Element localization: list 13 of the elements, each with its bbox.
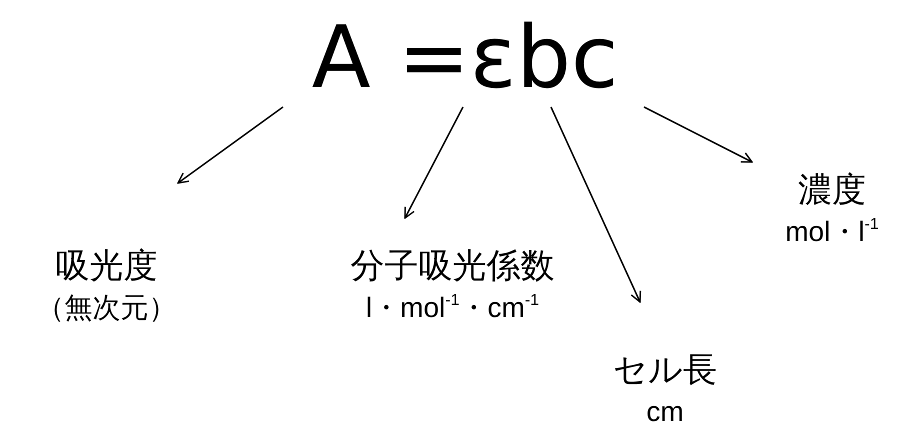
arrow: [550, 106, 642, 303]
unit-label: （無次元）: [36, 291, 176, 325]
equation: A =εbc: [310, 6, 620, 110]
unit-label: mol・l$^{-1}$: [785, 215, 879, 249]
unit-label: cm: [646, 395, 684, 429]
arrow: [644, 106, 753, 163]
term-label: セル長: [613, 349, 717, 392]
arrow: [177, 106, 284, 184]
term-label: 濃度: [798, 169, 866, 212]
unit-label: l・mol$^{-1}$・cm$^{-1}$: [366, 291, 540, 325]
term-label: 分子吸光係数: [350, 245, 554, 288]
term-label: 吸光度: [56, 245, 158, 288]
arrow: [404, 106, 464, 219]
